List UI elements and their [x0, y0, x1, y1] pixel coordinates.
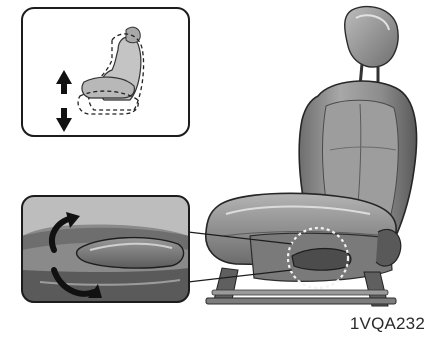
figure-id-label: 1VQA232 [350, 314, 425, 334]
seat-height-diagram-icon [22, 8, 189, 136]
height-lever-detail-icon [22, 196, 189, 302]
seat-main [206, 7, 417, 306]
